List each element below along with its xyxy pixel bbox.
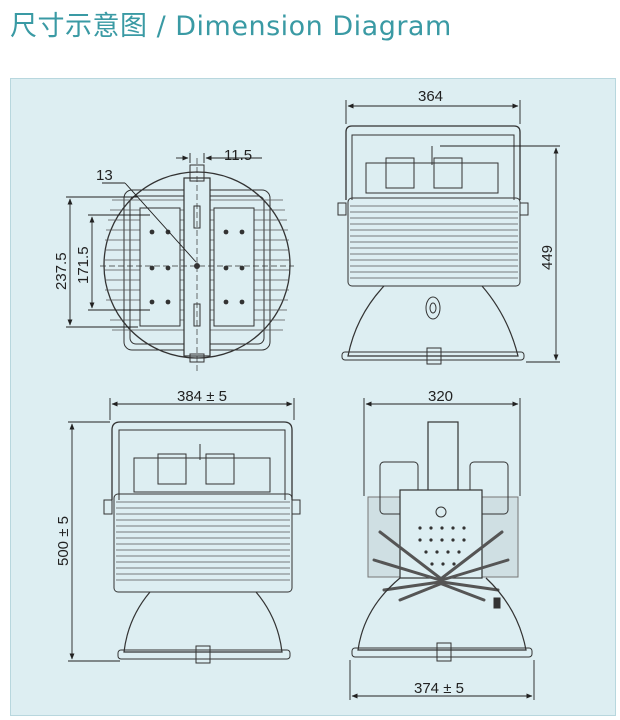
dim-171-5: 171.5 — [75, 246, 92, 284]
view-top-front — [100, 158, 294, 372]
view-top-side — [337, 125, 529, 365]
dims-view4 — [349, 398, 535, 700]
dims-view3 — [68, 398, 295, 662]
page-title: 尺寸示意图 / Dimension Diagram — [10, 11, 452, 42]
view-bottom-side — [351, 421, 533, 662]
dim-364: 364 — [418, 88, 443, 105]
dim-11-5: 11.5 — [224, 147, 252, 164]
dim-500: 500 ± 5 — [55, 516, 72, 566]
dim-320: 320 — [428, 388, 453, 405]
dims-view1 — [66, 153, 262, 328]
diagram-panel — [10, 78, 616, 716]
dim-374: 374 ± 5 — [414, 680, 464, 697]
dims-view2 — [345, 100, 560, 363]
dim-449: 449 — [539, 245, 556, 270]
dim-384: 384 ± 5 — [177, 388, 227, 405]
view-bottom-front — [103, 421, 301, 664]
dim-237-5: 237.5 — [53, 252, 70, 290]
dim-13: 13 — [96, 167, 113, 184]
